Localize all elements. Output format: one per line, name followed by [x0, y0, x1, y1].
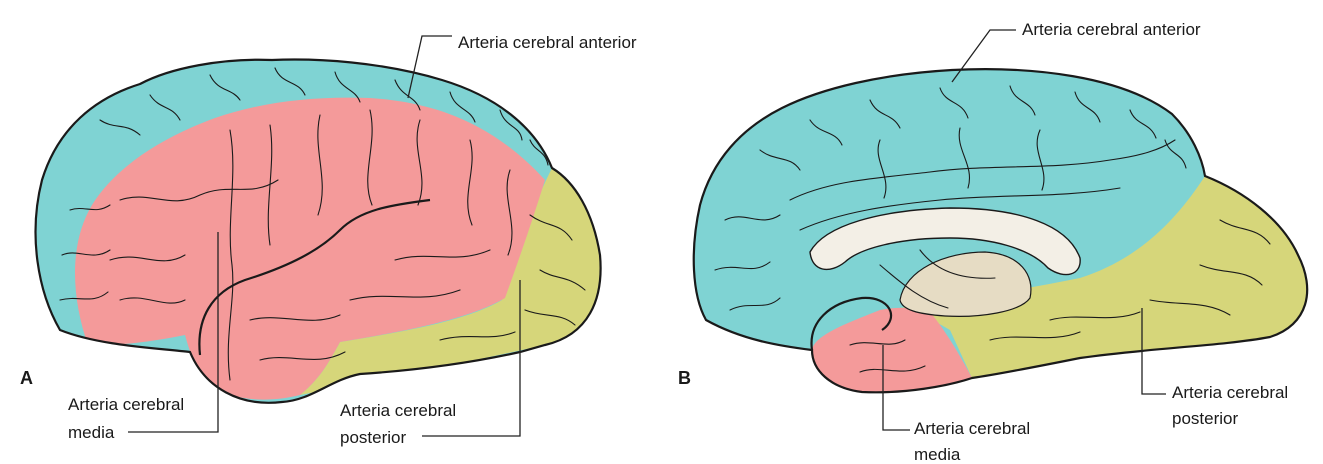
label-anterior-b: Arteria cerebral anterior — [1022, 20, 1201, 39]
label-media-b-line2: media — [914, 445, 961, 464]
label-media-b-line1: Arteria cerebral — [914, 419, 1030, 438]
label-posterior-a-line1: Arteria cerebral — [340, 401, 456, 420]
panel-a-letter: A — [20, 368, 33, 388]
lateral-brain-view — [0, 0, 640, 420]
label-media-a-line2: media — [68, 423, 115, 442]
label-anterior-a: Arteria cerebral anterior — [458, 33, 637, 52]
label-media-a-line1: Arteria cerebral — [68, 395, 184, 414]
label-posterior-b-line2: posterior — [1172, 409, 1238, 428]
label-posterior-b-line1: Arteria cerebral — [1172, 383, 1288, 402]
panel-b-letter: B — [678, 368, 691, 388]
medial-brain-view — [660, 40, 1323, 420]
label-posterior-a-line2: posterior — [340, 428, 406, 447]
